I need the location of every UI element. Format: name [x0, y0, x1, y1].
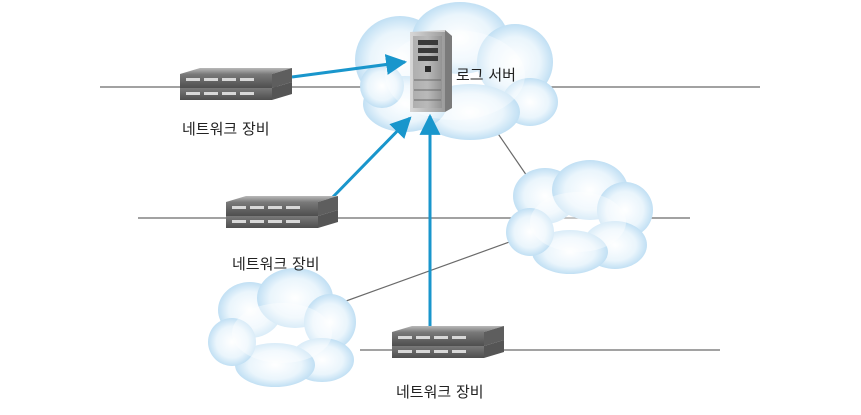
server-icon [410, 30, 452, 112]
log-arrows [291, 54, 441, 328]
arrow-device-middle-to-server [328, 116, 412, 202]
device-label-bottom: 네트워크 장비 [396, 383, 484, 401]
cloud-right [506, 160, 653, 274]
network-switch-icon [226, 196, 338, 228]
device-label-top: 네트워크 장비 [182, 120, 270, 138]
link-cloud-right-to-cloud-left [334, 239, 516, 306]
network-switch-icon [180, 68, 292, 100]
server-label: 로그 서버 [456, 66, 516, 84]
cloud-left [208, 268, 356, 387]
network-switch-icon [392, 326, 504, 358]
device-label-middle: 네트워크 장비 [232, 255, 320, 273]
arrow-device-top-to-server [291, 54, 408, 79]
